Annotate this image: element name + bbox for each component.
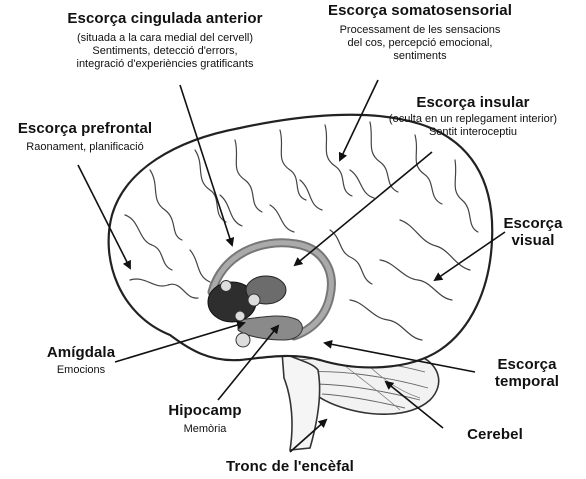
nucleus-3 xyxy=(235,311,245,321)
label-insular: Escorça insular (oculta en un replegamen… xyxy=(360,94,586,139)
somatosensory-line-2: del cos, percepció emocional, xyxy=(320,37,520,50)
hippocampus-title: Hipocamp xyxy=(160,402,250,419)
visual-title-2: visual xyxy=(490,232,576,249)
label-prefrontal: Escorça prefrontal Raonament, planificac… xyxy=(0,120,170,154)
somatosensory-line-3: sentiments xyxy=(320,50,520,63)
brainstem-shape xyxy=(282,352,320,450)
hippocampus-line-1: Memòria xyxy=(160,423,250,436)
prefrontal-line-1: Raonament, planificació xyxy=(0,141,170,154)
temporal-title-1: Escorça xyxy=(472,356,582,373)
somatosensory-title: Escorça somatosensorial xyxy=(320,2,520,19)
nucleus-1 xyxy=(221,281,232,292)
insular-line-2: Sentit interoceptiu xyxy=(360,126,586,139)
label-amygdala: Amígdala Emocions xyxy=(36,344,126,377)
insular-line-1: (oculta en un replegament interior) xyxy=(360,113,586,126)
nucleus-4 xyxy=(236,333,250,347)
label-visual: Escorça visual xyxy=(490,215,576,250)
nucleus-2 xyxy=(248,294,260,306)
cerebellum-title: Cerebel xyxy=(440,426,550,443)
label-cerebellum: Cerebel xyxy=(440,426,550,443)
label-hippocampus: Hipocamp Memòria xyxy=(160,402,250,436)
visual-title-1: Escorça xyxy=(490,215,576,232)
cingulate-title: Escorça cingulada anterior xyxy=(40,10,290,27)
cingulate-line-3: integració d'experiències gratificants xyxy=(40,58,290,71)
insular-title: Escorça insular xyxy=(360,94,586,111)
amygdala-title: Amígdala xyxy=(36,344,126,361)
cingulate-line-1: (situada a la cara medial del cervell) xyxy=(40,32,290,45)
label-brainstem: Tronc de l'encèfal xyxy=(200,458,380,475)
prefrontal-title: Escorça prefrontal xyxy=(0,120,170,137)
amygdala-line-1: Emocions xyxy=(36,364,126,377)
temporal-title-2: temporal xyxy=(472,373,582,390)
label-cingulate: Escorça cingulada anterior (situada a la… xyxy=(40,10,290,70)
label-temporal: Escorça temporal xyxy=(472,356,582,391)
somatosensory-line-1: Processament de les sensacions xyxy=(320,24,520,37)
label-somatosensory: Escorça somatosensorial Processament de … xyxy=(320,2,520,62)
brainstem-title: Tronc de l'encèfal xyxy=(200,458,380,475)
cingulate-line-2: Sentiments, detecció d'errors, xyxy=(40,45,290,58)
